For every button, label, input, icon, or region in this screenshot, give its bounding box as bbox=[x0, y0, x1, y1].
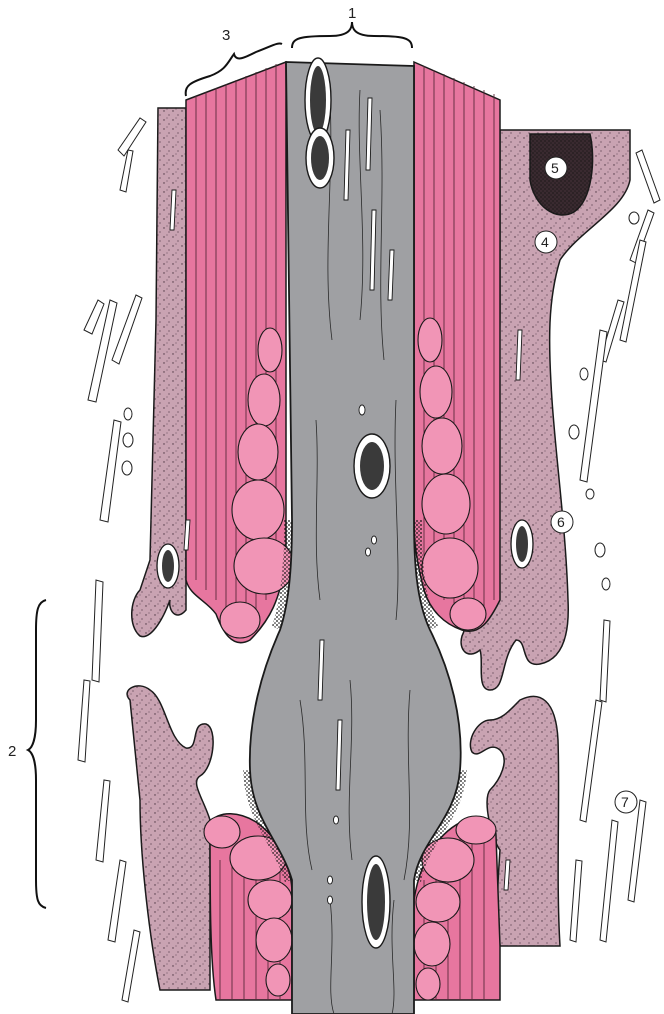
label-mitochondrion: 6 bbox=[551, 511, 573, 533]
myelin-sheath-left-upper bbox=[186, 62, 294, 643]
label-schwann-cytoplasm: 4 bbox=[535, 231, 557, 253]
svg-text:5: 5 bbox=[551, 160, 559, 176]
svg-text:4: 4 bbox=[541, 234, 549, 250]
bracket-axon bbox=[292, 22, 412, 48]
bracket-node bbox=[28, 600, 46, 908]
collagen-fibrils-right bbox=[569, 150, 660, 942]
label-schwann-nucleus: 5 bbox=[545, 157, 567, 179]
label-node-gap: 2 bbox=[8, 743, 16, 760]
label-axon: 1 bbox=[348, 5, 356, 22]
label-collagen: 7 bbox=[615, 791, 637, 813]
svg-text:6: 6 bbox=[557, 514, 565, 530]
label-myelin: 3 bbox=[222, 27, 230, 44]
svg-text:7: 7 bbox=[621, 794, 629, 810]
schwann-cytoplasm-left-lower bbox=[127, 686, 213, 990]
myelin-sheath-right-upper bbox=[414, 62, 500, 631]
collagen-fibrils-left bbox=[78, 118, 146, 1002]
